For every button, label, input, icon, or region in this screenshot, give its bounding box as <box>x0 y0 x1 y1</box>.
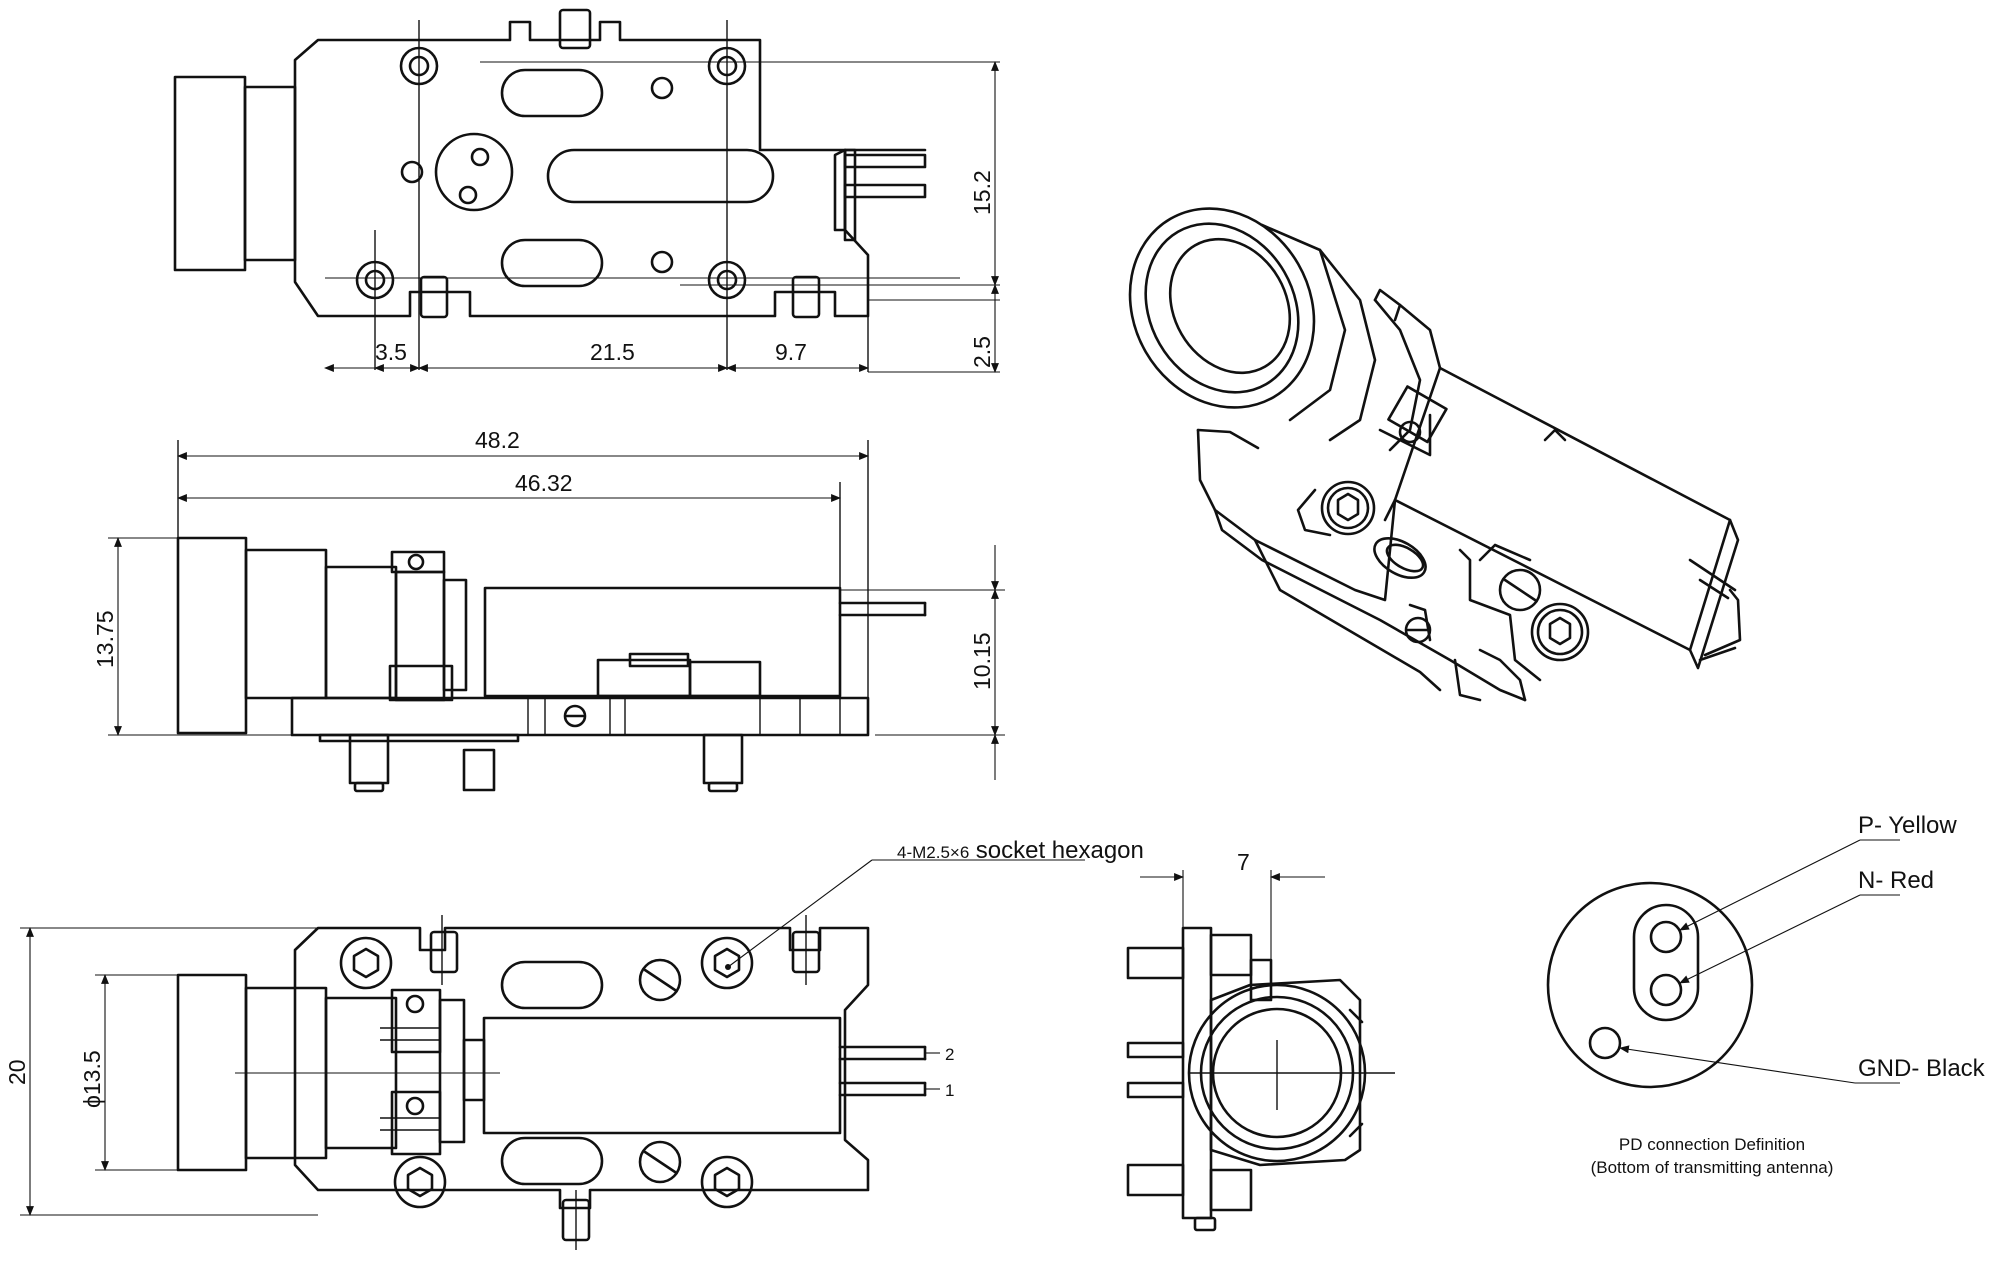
dim-front-20: 20 <box>4 1059 30 1085</box>
pd-base-circle <box>1546 881 1754 1089</box>
dim-lens-diameter: ϕ13.5 <box>79 1050 105 1108</box>
top-view: 3.5 21.5 9.7 15.2 2.5 <box>173 8 1000 373</box>
pd-caption-line1: PD connection Definition <box>1619 1135 1805 1154</box>
dim-side-48-2: 48.2 <box>475 427 520 453</box>
pd-connection-diagram: P- Yellow N- Red GND- Black PD connectio… <box>1546 812 1986 1177</box>
pd-label-n: N- Red <box>1858 867 1934 894</box>
pin-p <box>1649 920 1683 954</box>
dim-top-2-5: 2.5 <box>969 336 995 368</box>
dim-side-10-15: 10.15 <box>969 632 995 690</box>
pin-label-2: 2 <box>945 1045 954 1064</box>
dim-top-9-7: 9.7 <box>775 339 807 365</box>
front-view: 2 1 20 <box>4 837 1144 1250</box>
screw-label-prefix: 4-M2.5×6 <box>897 843 969 862</box>
pd-label-p: P- Yellow <box>1858 812 1957 839</box>
end-view: 7 <box>1126 849 1395 1232</box>
pin-n <box>1649 973 1683 1007</box>
pd-caption-line2: (Bottom of transmitting antenna) <box>1591 1158 1834 1177</box>
dim-side-13-75: 13.75 <box>92 610 118 668</box>
dim-top-15-2: 15.2 <box>969 170 995 215</box>
dim-top-3-5: 3.5 <box>375 339 407 365</box>
isometric-view <box>1128 207 1742 702</box>
dim-end-7: 7 <box>1237 849 1250 875</box>
dim-top-21-5: 21.5 <box>590 339 635 365</box>
dim-side-46-32: 46.32 <box>515 470 573 496</box>
pd-label-gnd: GND- Black <box>1858 1055 1986 1082</box>
pin-gnd <box>1588 1026 1622 1060</box>
screw-label: 4-M2.5×6 socket hexagon <box>897 837 1144 864</box>
side-view: 48.2 46.32 13.75 10.15 <box>92 427 1005 793</box>
screw-label-suffix: socket hexagon <box>976 837 1144 864</box>
pin-label-1: 1 <box>945 1081 954 1100</box>
